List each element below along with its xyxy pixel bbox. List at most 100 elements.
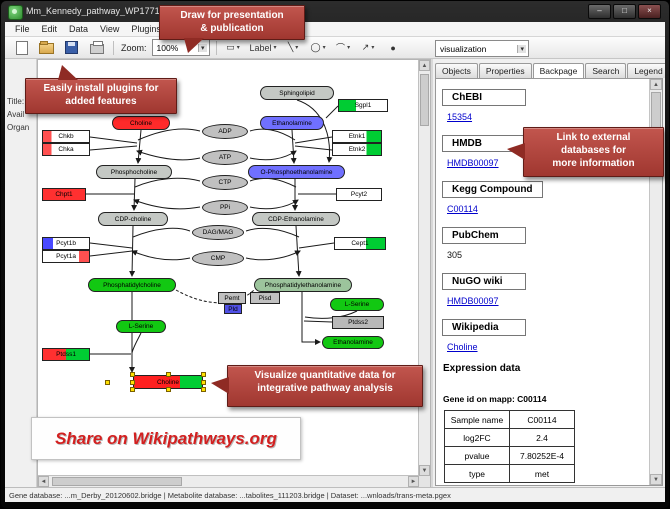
panel-splitter[interactable] [431,59,433,488]
pathway-node-phosphatidylethanolamine[interactable]: Phosphatidylethanolamine [254,278,352,292]
pathway-node-ethanolamine-bottom[interactable]: Ethanolamine [322,336,384,349]
scroll-right-button[interactable]: ► [408,476,419,487]
open-pathway-button[interactable] [35,38,58,57]
new-pathway-button[interactable] [10,38,33,57]
database-link[interactable]: HMDB00097 [447,296,499,306]
pathway-edge[interactable] [290,129,297,164]
add-datanode-dropdown[interactable]: ▭▾ [222,38,245,57]
add-label-dropdown[interactable]: Label▾ [247,38,280,57]
scroll-down-button[interactable]: ▼ [419,465,430,476]
minimize-button[interactable]: – [588,4,611,19]
pathway-edge[interactable] [301,292,321,345]
pathway-node-cept1[interactable]: Cept1 [334,237,386,250]
scroll-left-button[interactable]: ◄ [38,476,49,487]
pathway-node-ethanolamine-top[interactable]: Ethanolamine [260,116,324,130]
pathway-edge[interactable] [89,250,133,257]
pathway-edge[interactable] [245,227,300,238]
pathway-edge[interactable] [303,320,333,323]
pathway-node-o-phosphoethanolamine[interactable]: O-Phosphoethanolamine [248,165,345,179]
pathway-node-l-serine-left[interactable]: L-Serine [116,320,166,333]
pathway-node-pisd[interactable]: Pisd [250,292,280,304]
pathway-node-sgpl1[interactable]: Sgpl1 [338,99,388,112]
add-line-dropdown[interactable]: ╲▾ [282,38,305,57]
pathway-node-cmp[interactable]: CMP [192,251,244,266]
canvas-horizontal-scrollbar[interactable]: ◄ ► [38,475,419,487]
pathway-node-etnk1[interactable]: Etnk1 [332,130,382,143]
pathway-node-pemt[interactable]: Pemt [218,292,246,304]
pathway-node-etnk2[interactable]: Etnk2 [332,143,382,156]
pathway-node-choline-top[interactable]: Choline [112,116,170,130]
pathway-node-pcyt1a[interactable]: Pcyt1a [42,250,90,263]
tab-backpage[interactable]: Backpage [532,63,585,79]
scroll-up-button[interactable]: ▲ [419,60,430,71]
pathway-edge[interactable] [131,178,138,211]
pathway-node-ptdss2[interactable]: Ptdss2 [332,316,384,329]
close-button[interactable]: × [638,4,661,19]
database-link[interactable]: Choline [447,342,478,352]
pathway-node-chpt1[interactable]: Chpt1 [42,188,86,201]
tab-search[interactable]: Search [585,63,627,78]
pathway-edge[interactable] [89,145,138,151]
pathway-edge[interactable] [249,177,297,188]
pathway-edge[interactable] [132,227,191,238]
add-arc-dropdown[interactable]: ⌒▾ [332,38,355,57]
save-button[interactable] [60,38,83,57]
pathway-node-ptdss1[interactable]: Ptdss1 [42,348,90,361]
pathway-node-pcyt2[interactable]: Pcyt2 [336,188,382,201]
maximize-button[interactable]: □ [613,4,636,19]
pathway-edge[interactable] [296,99,333,163]
pathway-edge[interactable] [249,150,297,161]
pathway-edge[interactable] [131,250,191,261]
pathway-node-cdp-ethanolamine[interactable]: CDP-Ethanolamine [252,212,340,226]
pathway-node-atp[interactable]: ATP [202,150,248,165]
pathway-node-ppi[interactable]: PPi [202,200,248,215]
pathway-edge[interactable] [325,105,339,119]
pathway-edge[interactable] [135,129,142,164]
menu-view[interactable]: View [100,24,120,34]
pathway-edge[interactable] [245,250,301,261]
pathway-node-sphingolipid[interactable]: Sphingolipid [260,86,334,100]
pathway-edge[interactable] [136,149,201,161]
database-link[interactable]: HMDB00097 [447,158,499,168]
pathway-edge[interactable] [249,128,296,141]
pathway-edge[interactable] [89,242,133,249]
tab-legend[interactable]: Legend [627,63,665,78]
horizontal-scroll-thumb[interactable] [52,477,182,486]
tab-objects[interactable]: Objects [435,63,478,78]
menu-edit[interactable]: Edit [41,24,58,34]
pathway-node-dag-mag[interactable]: DAG/MAG [192,225,244,240]
pathway-edge[interactable] [295,225,302,277]
selection-handle[interactable] [130,372,135,377]
export-button[interactable] [85,38,108,57]
selection-handle[interactable] [166,372,171,377]
pathway-node-pcyt1b[interactable]: Pcyt1b [42,237,90,250]
add-shape-dropdown[interactable]: ◯▾ [307,38,330,57]
pathway-edge[interactable] [133,198,201,210]
backpage-scroll-up[interactable]: ▲ [650,79,662,90]
selection-handle[interactable] [201,372,206,377]
visualization-combo[interactable]: visualization▾ [435,40,529,57]
selection-handle[interactable] [201,380,206,385]
pathway-node-pld[interactable]: Pld [224,304,242,314]
selection-handle[interactable] [130,380,135,385]
menu-data[interactable]: Data [69,24,89,34]
pathway-node-adp[interactable]: ADP [202,124,248,139]
title-bar[interactable]: Mm_Kennedy_pathway_WP1771_45176.gpml – □… [1,1,669,22]
pathway-node-chkb[interactable]: Chkb [42,130,90,143]
pathway-edge[interactable] [298,242,335,249]
pathway-node-cdp-choline[interactable]: CDP-choline [98,212,168,226]
menu-plugins[interactable]: Plugins [131,24,161,34]
pathway-edge[interactable] [249,199,299,210]
pathway-node-ctp[interactable]: CTP [202,175,248,190]
pathway-edge[interactable] [137,128,201,141]
pathway-node-l-serine-right[interactable]: L-Serine [330,298,384,311]
database-link[interactable]: 15354 [447,112,473,122]
database-link[interactable]: C00114 [447,204,478,214]
selection-handle[interactable] [105,380,110,385]
selection-handle[interactable] [201,387,206,392]
pathway-edge[interactable] [134,177,201,188]
selection-handle[interactable] [166,387,171,392]
selection-handle[interactable] [130,387,135,392]
tab-properties[interactable]: Properties [478,63,532,78]
